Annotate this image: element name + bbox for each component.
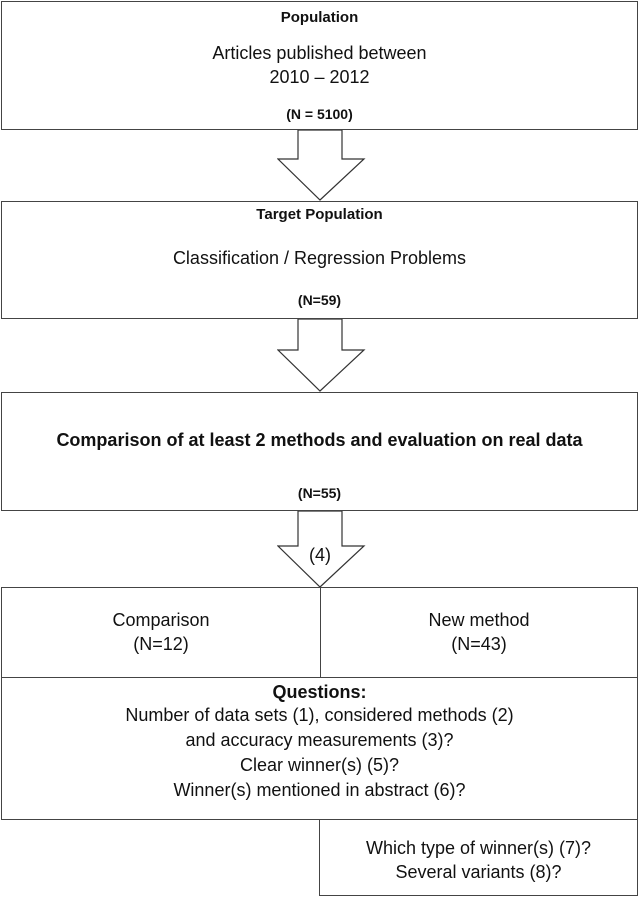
- population-box: Population Articles published between 20…: [1, 1, 638, 130]
- questions-line: and accuracy measurements (3)?: [185, 730, 454, 750]
- comparison-cell: Comparison (N=12): [2, 588, 320, 677]
- new-method-label: New method: [428, 610, 530, 630]
- target-population-count: (N=59): [297, 292, 342, 308]
- population-description-line2: 2010 – 2012: [269, 67, 370, 87]
- several-variants-line: Several variants (8)?: [395, 862, 562, 882]
- new-method-cell: New method (N=43): [321, 588, 637, 677]
- comparison-evaluation-box: Comparison of at least 2 methods and eva…: [1, 392, 638, 511]
- down-arrow-icon: [277, 130, 366, 201]
- target-population-description: Classification / Regression Problems: [172, 248, 467, 268]
- new-method-count: (N=43): [451, 634, 507, 654]
- comparison-evaluation-count: (N=55): [297, 485, 342, 501]
- winner-type-box: Which type of winner(s) (7)? Several var…: [319, 819, 638, 896]
- winner-type-line: Which type of winner(s) (7)?: [365, 838, 592, 858]
- comparison-count: (N=12): [133, 634, 189, 654]
- target-population-title: Target Population: [256, 206, 383, 223]
- population-title: Population: [280, 9, 359, 26]
- down-arrow-icon: [277, 511, 366, 588]
- questions-title: Questions:: [272, 682, 367, 702]
- target-population-box: Target Population Classification / Regre…: [1, 201, 638, 319]
- questions-box: Questions: Number of data sets (1), cons…: [1, 677, 638, 820]
- comparison-evaluation-title: Comparison of at least 2 methods and eva…: [56, 430, 583, 450]
- population-description-line1: Articles published between: [212, 43, 427, 63]
- population-count: (N = 5100): [286, 106, 353, 122]
- split-divider: [320, 588, 321, 677]
- split-box: Comparison (N=12) New method (N=43): [1, 587, 638, 678]
- questions-line: Clear winner(s) (5)?: [239, 755, 400, 775]
- questions-line: Number of data sets (1), considered meth…: [125, 705, 514, 725]
- arrow-label: (4): [309, 545, 331, 565]
- comparison-label: Comparison: [112, 610, 210, 630]
- questions-line: Winner(s) mentioned in abstract (6)?: [173, 780, 466, 800]
- down-arrow-icon: [277, 319, 366, 392]
